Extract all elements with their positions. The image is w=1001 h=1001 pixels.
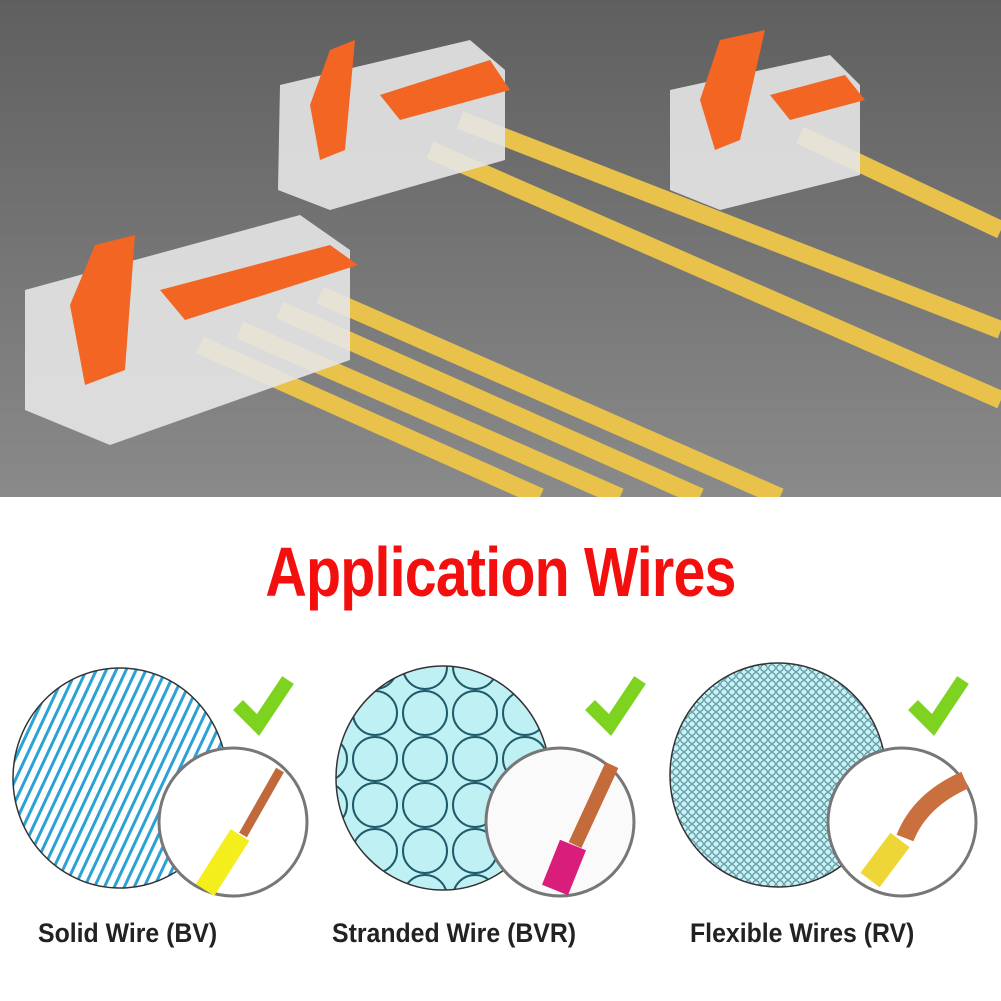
solid-wire-label: Solid Wire (BV) <box>38 918 218 948</box>
checkmark-icon <box>908 676 969 736</box>
stranded-wire-label: Stranded Wire (BVR) <box>332 918 577 948</box>
stranded-wire-illustration <box>335 665 636 898</box>
solid-wire-illustration <box>12 667 309 898</box>
checkmark-icon <box>585 676 646 736</box>
checkmark-icons <box>233 676 969 736</box>
wire-type-illustrations <box>12 662 978 898</box>
page-title: Application Wires <box>265 533 736 611</box>
connector-5-way <box>25 215 358 445</box>
product-photo-connectors <box>0 0 1001 497</box>
connector-3-way <box>278 40 510 210</box>
flexible-wire-illustration <box>669 662 978 898</box>
checkmark-icon <box>233 676 294 736</box>
flexible-wire-label: Flexible Wires (RV) <box>690 918 915 948</box>
connector-2-way <box>670 30 865 210</box>
